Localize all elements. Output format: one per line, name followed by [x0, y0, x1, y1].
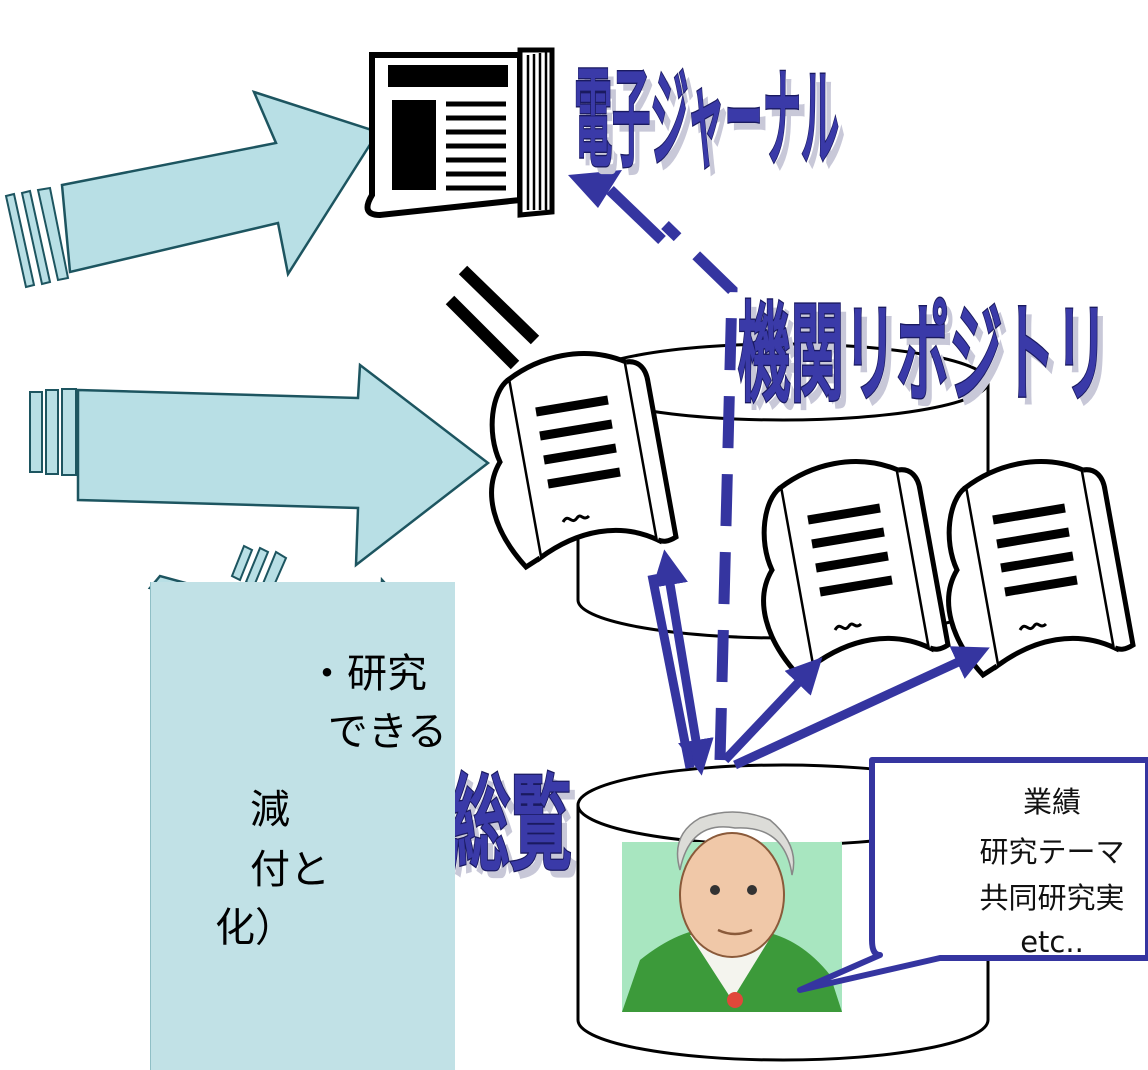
callout-line: etc..: [1020, 925, 1084, 959]
paper-document-icon: [764, 462, 948, 675]
callout-line: 共同研究実: [979, 881, 1124, 915]
ejournal-book-icon: [364, 47, 555, 219]
paper-document-icon: [949, 462, 1133, 675]
info-line: ・研究: [307, 651, 427, 697]
arrows-researcher-to-papers: [647, 549, 990, 776]
arrow-to-repository: [29, 362, 491, 568]
info-line: 減: [250, 787, 290, 833]
info-box: ・研究 できる 減 付と 化）: [150, 582, 455, 1070]
equals-sign: [445, 265, 540, 370]
svg-text:機関リポジトリ: 機関リポジトリ: [738, 293, 1108, 418]
svg-text:機関リポジトリ: 機関リポジトリ: [744, 301, 1114, 426]
info-line: 付と: [250, 847, 330, 893]
researcher-portrait: [622, 811, 842, 1012]
dashed-arrow-to-ejournal: [568, 170, 738, 761]
arrow-to-ejournal: [4, 89, 380, 289]
info-line: できる: [327, 709, 447, 755]
svg-text:電子ジャーナル: 電子ジャーナル: [580, 66, 845, 191]
speech-callout: 業績 研究テーマ 共同研究実 etc..: [797, 757, 1148, 993]
paper-document-icon: [492, 354, 676, 567]
info-line: 化）: [215, 905, 295, 951]
label-repository: 機関リポジトリ 機関リポジトリ: [737, 291, 1114, 426]
label-ejournal: 電子ジャーナル 電子ジャーナル: [573, 57, 845, 191]
callout-line: 業績: [1023, 785, 1081, 819]
callout-line: 研究テーマ: [979, 835, 1124, 869]
svg-text:電子ジャーナル: 電子ジャーナル: [574, 58, 839, 183]
